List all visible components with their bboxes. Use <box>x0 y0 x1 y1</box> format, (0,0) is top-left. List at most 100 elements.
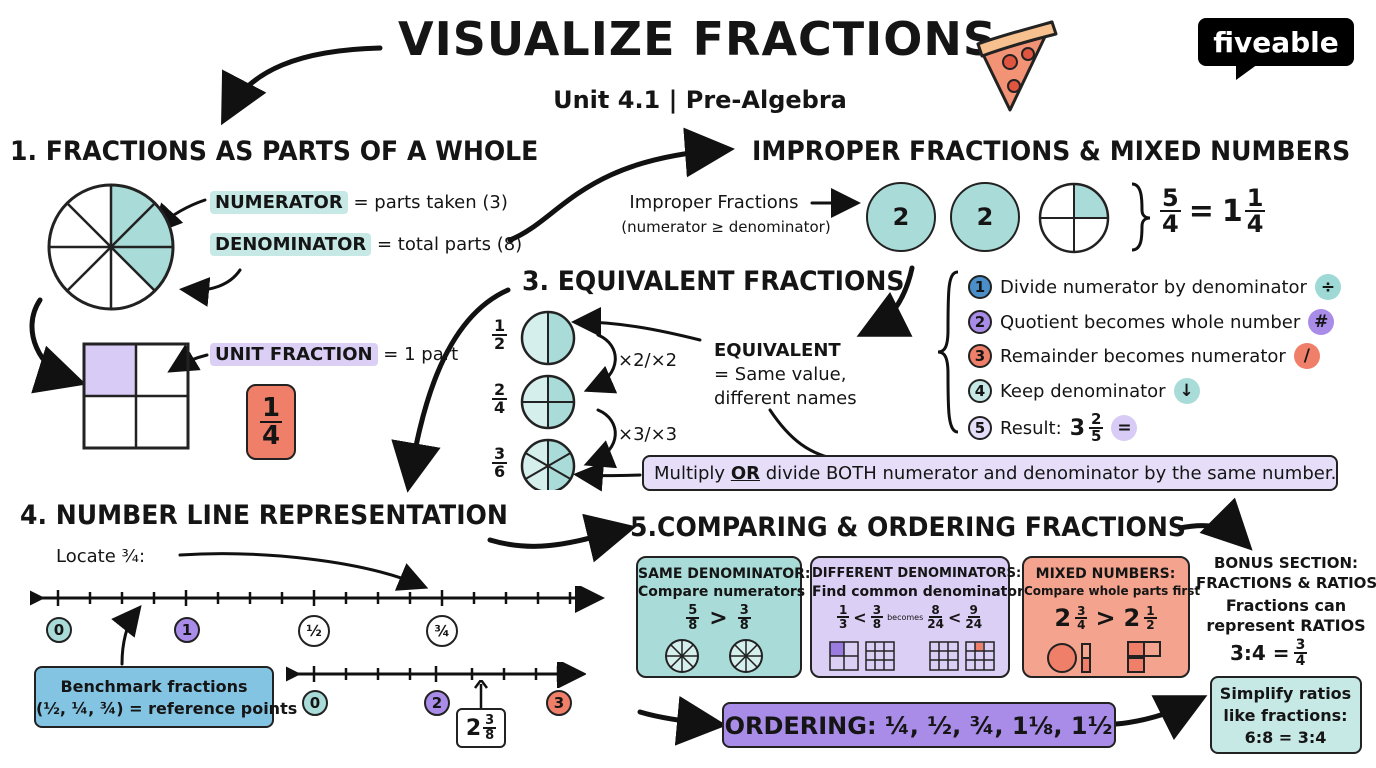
three-sixths-num: 3 <box>492 444 508 464</box>
slash-icon: / <box>1293 343 1320 369</box>
numerator-desc: = parts taken (3) <box>353 192 508 213</box>
equivalent-rule-banner: Multiply OR divide BOTH numerator and de… <box>642 455 1338 491</box>
half-num: 1 <box>492 316 508 336</box>
equivalent-line-2: different names <box>714 388 857 409</box>
result-num: 2 <box>1089 410 1104 429</box>
mixed-den: 4 <box>1246 210 1264 238</box>
equals-sign: = <box>1188 193 1214 229</box>
locate-label: Locate ¾: <box>56 546 146 567</box>
section3-title: 3. EQUIVALENT FRACTIONS <box>522 266 905 297</box>
section5-title: 5.COMPARING & ORDERING FRACTIONS <box>630 512 1186 543</box>
step-1: 1 Divide numerator by denominator ÷ <box>968 274 1341 300</box>
whole-circle-1: 2 <box>866 182 936 252</box>
whole-circle-2: 2 <box>950 182 1020 252</box>
diff-op: < <box>853 607 867 627</box>
unit-fraction-definition: UNIT FRACTION = 1 part <box>210 343 459 366</box>
bonus-ratio-den: 4 <box>1295 653 1306 669</box>
pie-eighths-diagram <box>47 183 175 311</box>
rule-or: OR <box>730 463 760 484</box>
step-5-number: 5 <box>968 416 992 440</box>
brand-logo-text: fiveable <box>1213 26 1339 59</box>
step-2: 2 Quotient becomes whole number # <box>968 309 1335 335</box>
diff-d-den: 24 <box>965 617 983 631</box>
diff-a-num: 1 <box>836 603 850 618</box>
number-line-label-half: ½ <box>298 615 330 647</box>
same-a-den: 8 <box>688 618 698 633</box>
secondary-label-3: 3 <box>546 690 572 716</box>
diff-becomes: becomes <box>887 612 924 622</box>
mixed-card-num: 3 <box>483 713 497 729</box>
mixed-a-whole: 2 <box>1054 604 1072 632</box>
equivalent-rule-text: Multiply OR divide BOTH numerator and de… <box>654 463 1336 484</box>
multiply-by-two-label: ×2/×2 <box>618 350 678 371</box>
mixed-num: 1 <box>1244 184 1266 212</box>
rule-pre: Multiply <box>654 463 731 484</box>
step-1-number: 1 <box>968 275 992 299</box>
mixed-card-whole: 2 <box>465 715 482 741</box>
unit-fraction-num: 1 <box>259 393 283 423</box>
denominator-label: DENOMINATOR <box>210 233 372 256</box>
diff-b-num: 3 <box>870 603 884 618</box>
two-fourths-den: 4 <box>494 398 506 417</box>
section1-title: 1. FRACTIONS AS PARTS OF A WHOLE <box>10 136 539 167</box>
step-3-text: Remainder becomes numerator <box>1000 345 1286 367</box>
improper-note: (numerator ≥ denominator) <box>621 218 831 236</box>
bonus-ratio-num: 3 <box>1293 637 1308 654</box>
bonus-ratio-text: 3:4 = <box>1230 641 1290 665</box>
benchmark-line-2: (½, ¼, ¾) = reference points <box>36 699 298 718</box>
number-line-secondary <box>286 662 586 688</box>
improper-num: 5 <box>1160 184 1181 212</box>
same-b-den: 8 <box>739 618 749 633</box>
equals-icon: = <box>1111 415 1138 441</box>
bonus-line-1: Fractions can <box>1225 596 1347 615</box>
same-denominator-sub: Compare numerators <box>638 584 806 600</box>
pizza-slice-icon <box>976 20 1058 112</box>
mixed-card-den: 8 <box>485 728 495 743</box>
different-denominators-sub: Find common denominator <box>812 584 1024 600</box>
step-4-number: 4 <box>968 379 992 403</box>
same-op: > <box>709 605 728 631</box>
step-3-number: 3 <box>968 344 992 368</box>
simplify-line-1: Simplify ratios <box>1219 684 1352 703</box>
grid-comparison-diagram <box>829 641 995 671</box>
arrow-down-icon: ↓ <box>1173 378 1200 404</box>
two-fourths-num: 2 <box>492 380 508 400</box>
mixed-op: > <box>1095 604 1116 632</box>
page-subtitle: Unit 4.1 | Pre-Algebra <box>553 86 847 114</box>
same-a-num: 5 <box>686 603 700 619</box>
divide-icon: ÷ <box>1314 274 1341 300</box>
mixed-b-num: 1 <box>1144 604 1157 619</box>
numerator-label: NUMERATOR <box>210 191 348 214</box>
benchmark-line-1: Benchmark fractions <box>60 677 248 696</box>
bonus-title-1: BONUS SECTION: <box>1213 554 1359 572</box>
improper-label: Improper Fractions <box>629 192 799 213</box>
rule-post: divide BOTH numerator and denominator by… <box>759 463 1337 484</box>
equivalent-heading: EQUIVALENT <box>714 340 841 361</box>
number-line-label-1: 1 <box>174 617 200 643</box>
diff-c-num: 8 <box>929 603 942 618</box>
benchmark-box: Benchmark fractions (½, ¼, ¾) = referenc… <box>34 666 298 728</box>
page-title: VISUALIZE FRACTIONS <box>398 12 998 66</box>
mixed-shapes-diagram <box>1047 641 1161 673</box>
step-3: 3 Remainder becomes numerator / <box>968 343 1320 369</box>
secondary-label-0: 0 <box>302 690 328 716</box>
unit-fraction-desc: = 1 part <box>383 344 459 365</box>
unit-fraction-label: UNIT FRACTION <box>210 343 378 366</box>
simplify-line-3: 6:8 = 3:4 <box>1244 728 1327 747</box>
different-denominators-card: DIFFERENT DENOMINATORS: Find common deno… <box>810 556 1024 678</box>
brand-logo: fiveable <box>1198 18 1354 80</box>
different-denominators-title: DIFFERENT DENOMINATORS: <box>812 566 1022 581</box>
secondary-label-2: 2 <box>424 690 450 716</box>
simplify-line-2: like fractions: <box>1223 706 1348 725</box>
bonus-title-2: FRACTIONS & RATIOS <box>1196 574 1376 592</box>
